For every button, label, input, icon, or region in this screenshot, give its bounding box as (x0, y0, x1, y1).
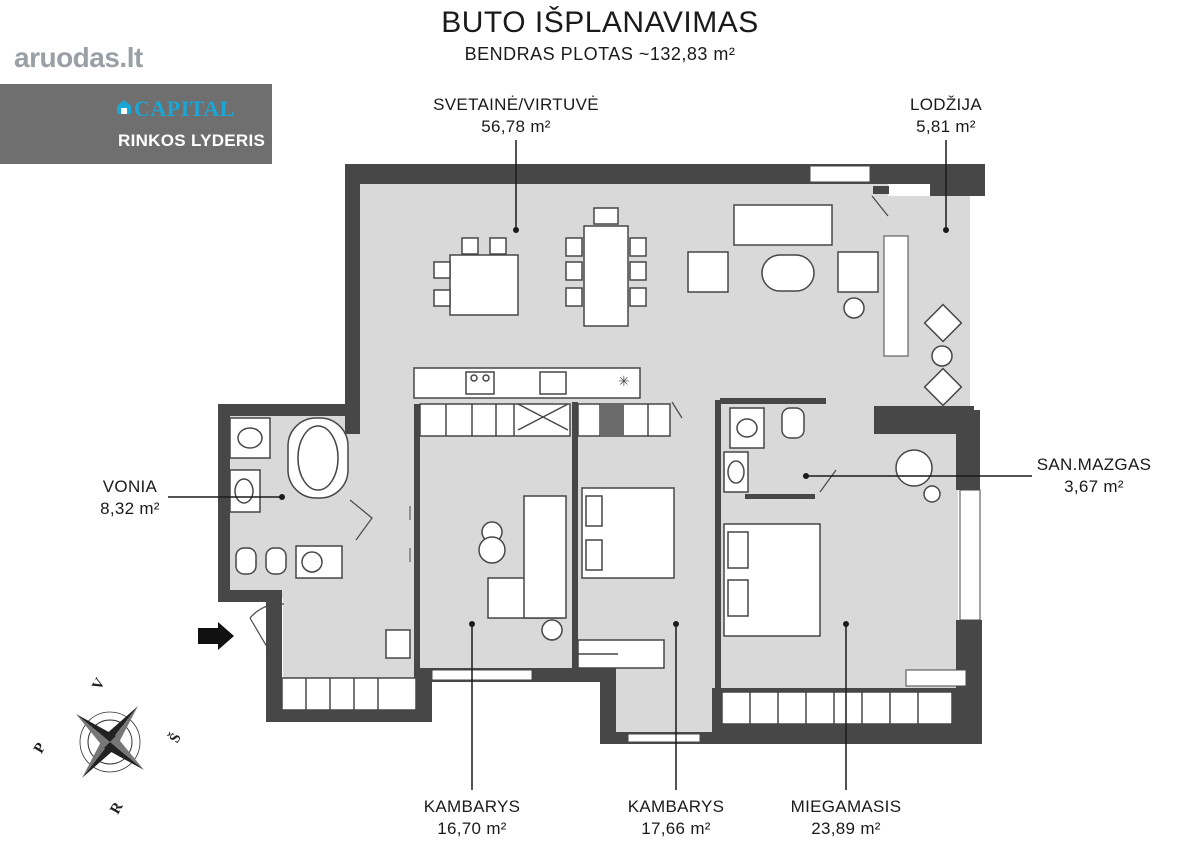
room1-furniture (385, 495, 567, 659)
wardrobe-dividers (305, 403, 919, 724)
room-area: 56,78 m² (481, 117, 551, 136)
dining-furniture (433, 204, 879, 327)
room-area: 23,89 m² (811, 819, 881, 838)
bedroom-furniture (723, 449, 941, 637)
room-area: 3,67 m² (1064, 477, 1124, 496)
room-area: 5,81 m² (916, 117, 976, 136)
leader-lines (168, 140, 1032, 790)
room-area: 16,70 m² (437, 819, 507, 838)
aruodas-logo: aruodas.lt (14, 42, 143, 73)
room-area: 8,32 m² (100, 499, 160, 518)
room-label-bath: VONIA 8,32 m² (70, 476, 190, 520)
bathroom-fixtures (229, 407, 805, 579)
room-label-wc: SAN.MAZGAS 3,67 m² (1024, 454, 1164, 498)
brand-name: CAPITAL (134, 96, 235, 121)
room-name: KAMBARYS (423, 797, 521, 816)
plan-total-area: BENDRAS PLOTAS ~132,83 m² (464, 44, 736, 64)
fridge (600, 404, 624, 436)
room2-furniture (577, 487, 675, 669)
room-label-bedroom: MIEGAMASIS 23,89 m² (766, 796, 926, 840)
wardrobes (281, 367, 953, 725)
brand-tagline: RINKOS LYDERIS (118, 131, 266, 150)
room-name: LODŽIJA (909, 95, 982, 114)
capital-logo-icon (117, 100, 131, 114)
room-name: MIEGAMASIS (790, 797, 902, 816)
kitchen-appliances (465, 371, 567, 395)
room-label-loggia: LODŽIJA 5,81 m² (876, 94, 1016, 138)
leader-dots (279, 227, 949, 627)
room-name: SAN.MAZGAS (1036, 455, 1152, 474)
room-label-living: SVETAINĖ/VIRTUVĖ 56,78 m² (406, 94, 626, 138)
brand-banner (0, 84, 272, 164)
room-name: KAMBARYS (627, 797, 725, 816)
compass-rose-icon (76, 706, 144, 778)
room-label-room1: KAMBARYS 16,70 m² (402, 796, 542, 840)
loggia-furniture (923, 303, 963, 407)
room-label-room2: KAMBARYS 17,66 m² (606, 796, 746, 840)
plan-title: BUTO IŠPLANAVIMAS (441, 6, 759, 39)
windows (431, 165, 981, 743)
hob-icon: ✳ (618, 374, 630, 390)
entrance-arrow-icon (198, 622, 234, 650)
room-name: VONIA (102, 477, 158, 496)
doors (249, 195, 889, 653)
room-area: 17,66 m² (641, 819, 711, 838)
room-name: SVETAINĖ/VIRTUVĖ (433, 95, 599, 114)
